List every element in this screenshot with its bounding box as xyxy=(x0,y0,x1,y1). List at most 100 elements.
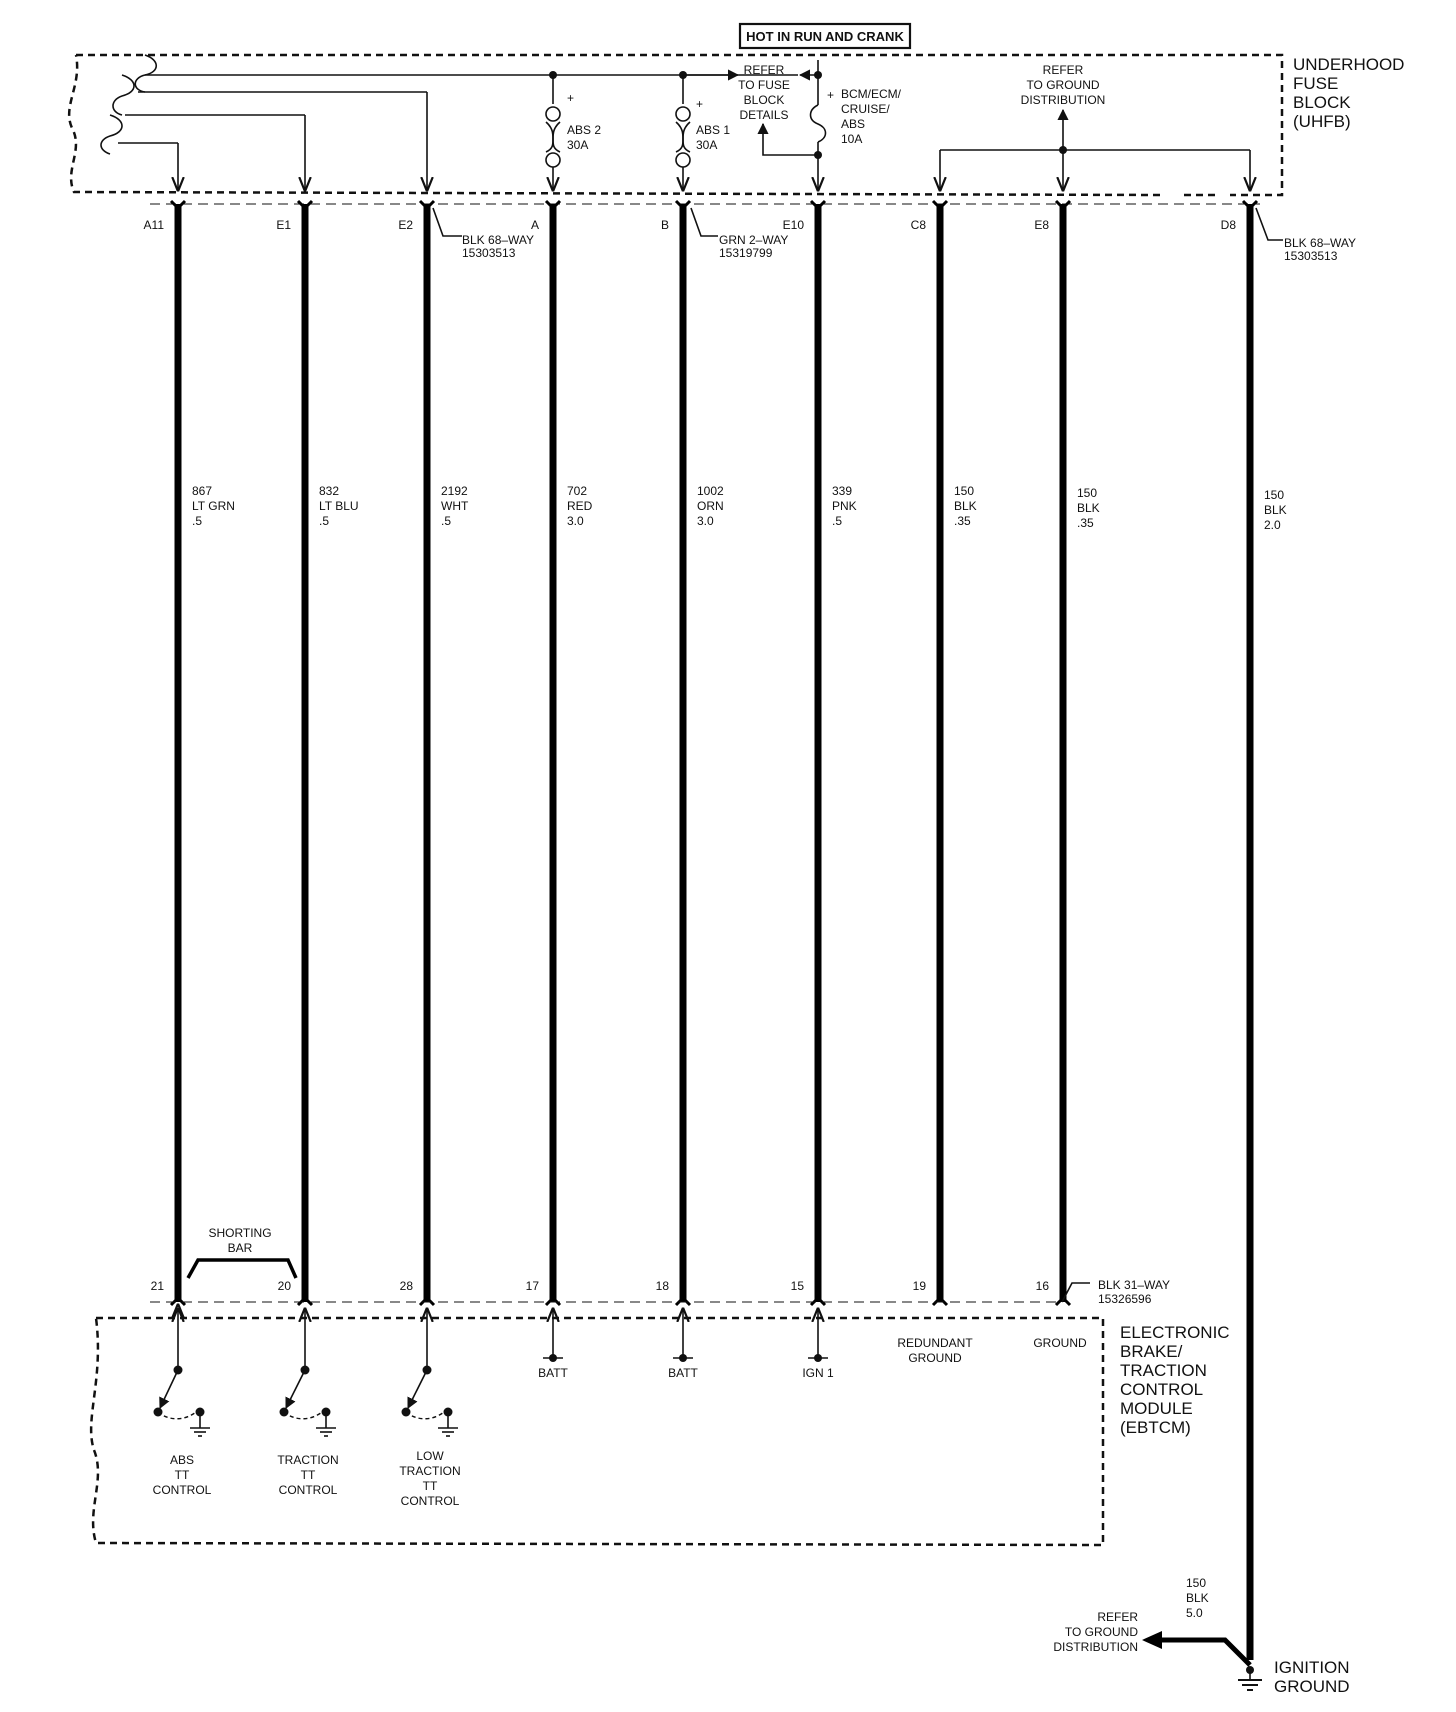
svg-text:15326596: 15326596 xyxy=(1098,1292,1152,1306)
ebtcm-box xyxy=(89,1316,1105,1547)
wire-top-pin: D8 xyxy=(1221,218,1237,232)
svg-text:CONTROL: CONTROL xyxy=(1120,1380,1203,1399)
wire-bottom-terminal xyxy=(544,1295,562,1307)
svg-text:CRUISE/: CRUISE/ xyxy=(841,102,890,116)
svg-text:LOW: LOW xyxy=(416,1449,444,1463)
svg-text:CONTROL: CONTROL xyxy=(279,1483,338,1497)
wire-gauge: .5 xyxy=(192,514,202,528)
svg-text:BLK 31–WAY: BLK 31–WAY xyxy=(1098,1278,1170,1292)
wire-bottom-terminal xyxy=(1054,1295,1072,1307)
svg-text:GROUND: GROUND xyxy=(1274,1677,1350,1696)
wire-circuit-number: 832 xyxy=(319,484,339,498)
wire-color: BLK xyxy=(1077,501,1100,515)
wire-top-terminal xyxy=(1241,199,1259,211)
wire-top-pin: E8 xyxy=(1034,218,1049,232)
wire-bottom-pin: 21 xyxy=(151,1279,165,1293)
wire-top-terminal xyxy=(674,199,692,211)
svg-text:TT: TT xyxy=(301,1468,316,1482)
svg-text:ELECTRONIC: ELECTRONIC xyxy=(1120,1323,1230,1342)
wire-bottom-terminal xyxy=(169,1295,187,1307)
refer-ground-distribution-top: REFER TO GROUND DISTRIBUTION xyxy=(940,63,1250,190)
svg-text:BAR: BAR xyxy=(228,1241,253,1255)
ebtcm-label: ELECTRONIC BRAKE/ TRACTION CONTROL MODUL… xyxy=(1120,1323,1230,1437)
wire-gauge: .35 xyxy=(954,514,971,528)
svg-text:MODULE: MODULE xyxy=(1120,1399,1193,1418)
wire-bottom-pin: 19 xyxy=(913,1279,927,1293)
svg-text:REDUNDANT: REDUNDANT xyxy=(897,1336,973,1350)
wire-bottom-pin: 20 xyxy=(278,1279,292,1293)
connector-top-3-label: BLK 68–WAY 15303513 xyxy=(1255,207,1356,263)
wire-circuit-number: 867 xyxy=(192,484,212,498)
wire-top-terminal xyxy=(418,199,436,211)
wire-circuit-number: 2192 xyxy=(441,484,468,498)
connector-top-1-label: BLK 68–WAY 15303513 xyxy=(432,207,534,260)
svg-text:TT: TT xyxy=(175,1468,190,1482)
wire-top-pin: E1 xyxy=(276,218,291,232)
wire-bottom-terminal xyxy=(809,1295,827,1307)
svg-text:(EBTCM): (EBTCM) xyxy=(1120,1418,1191,1437)
wire-bottom-pin: 16 xyxy=(1036,1279,1050,1293)
svg-text:TRACTION: TRACTION xyxy=(277,1453,338,1467)
wire-gauge: .5 xyxy=(319,514,329,528)
svg-text:SHORTING: SHORTING xyxy=(208,1226,271,1240)
wire-color: LT GRN xyxy=(192,499,235,513)
ignition-ground-label: IGNITION GROUND xyxy=(1274,1658,1350,1696)
wire-gauge: .35 xyxy=(1077,516,1094,530)
svg-text:15303513: 15303513 xyxy=(462,246,516,260)
svg-text:+: + xyxy=(696,97,703,111)
svg-text:150: 150 xyxy=(1186,1576,1206,1590)
refer-fuse-block-details: REFER TO FUSE BLOCK DETAILS xyxy=(683,63,818,156)
wire-top-terminal xyxy=(544,199,562,211)
svg-text:CONTROL: CONTROL xyxy=(401,1494,460,1508)
wire-bottom-pin: 28 xyxy=(400,1279,414,1293)
wire-top-pin: E10 xyxy=(783,218,805,232)
svg-text:IGN 1: IGN 1 xyxy=(802,1366,834,1380)
svg-text:30A: 30A xyxy=(696,138,717,152)
wire-bottom-terminal xyxy=(931,1295,949,1307)
wire-top-pin: C8 xyxy=(911,218,927,232)
svg-text:BLK 68–WAY: BLK 68–WAY xyxy=(462,233,534,247)
shorting-bar: SHORTING BAR xyxy=(186,1226,298,1279)
ebtcm-batt-1: BATT xyxy=(538,1309,569,1380)
wire-top-terminal xyxy=(809,199,827,211)
svg-text:30A: 30A xyxy=(567,138,588,152)
wire-color: LT BLU xyxy=(319,499,359,513)
svg-text:ABS: ABS xyxy=(170,1453,194,1467)
wire-gauge: 3.0 xyxy=(567,514,584,528)
switch-low-traction-tt-control: LOW TRACTION TT CONTROL xyxy=(399,1309,461,1508)
svg-text:(UHFB): (UHFB) xyxy=(1293,112,1351,131)
wire-bottom-terminal xyxy=(418,1295,436,1307)
svg-text:BCM/ECM/: BCM/ECM/ xyxy=(841,87,902,101)
svg-text:UNDERHOOD: UNDERHOOD xyxy=(1293,55,1404,74)
svg-text:REFER: REFER xyxy=(1097,1610,1138,1624)
wire-gauge: .5 xyxy=(441,514,451,528)
svg-text:IGNITION: IGNITION xyxy=(1274,1658,1350,1677)
svg-text:TRACTION: TRACTION xyxy=(1120,1361,1207,1380)
svg-text:BATT: BATT xyxy=(668,1366,698,1380)
svg-text:10A: 10A xyxy=(841,132,862,146)
wire-top-terminal xyxy=(1054,199,1072,211)
refer-ground-distribution-bottom: REFER TO GROUND DISTRIBUTION xyxy=(1053,1610,1252,1667)
svg-text:BLOCK: BLOCK xyxy=(744,93,785,107)
wire-top-terminal xyxy=(169,199,187,211)
wire-top-pin: E2 xyxy=(398,218,413,232)
svg-text:TRACTION: TRACTION xyxy=(399,1464,460,1478)
svg-text:TO GROUND: TO GROUND xyxy=(1026,78,1099,92)
fuse-abs1: + ABS 1 30A xyxy=(675,71,730,190)
svg-text:15319799: 15319799 xyxy=(719,246,773,260)
svg-text:BRAKE/: BRAKE/ xyxy=(1120,1342,1183,1361)
svg-text:REFER: REFER xyxy=(744,63,785,77)
ebtcm-ground-label: GROUND xyxy=(1033,1336,1087,1350)
svg-text:ABS 2: ABS 2 xyxy=(567,123,601,137)
wire-top-pin: B xyxy=(661,218,669,232)
svg-text:+: + xyxy=(827,88,834,102)
uhfb-box xyxy=(67,53,1284,197)
